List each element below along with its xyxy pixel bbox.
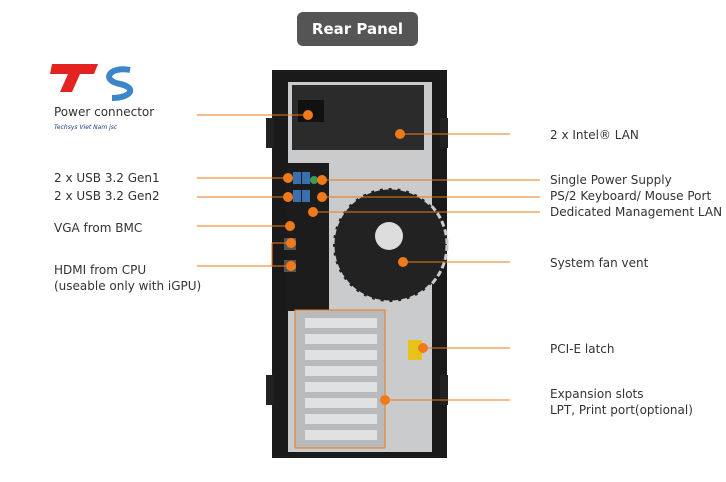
callout-lines	[197, 114, 540, 401]
logo-text: Techsys Viet Nam jsc	[54, 124, 118, 131]
label-intel-lan: 2 x Intel® LAN	[550, 128, 639, 142]
label-hdmi: HDMI from CPU	[54, 263, 147, 277]
io-panel	[287, 163, 329, 311]
label-power-connector: Power connector	[54, 105, 155, 119]
label-hdmi-note: (useable only with iGPU)	[54, 279, 202, 293]
label-mgmt-lan: Dedicated Management LAN	[550, 205, 723, 219]
label-expansion-slots: Expansion slots	[550, 387, 644, 401]
company-logo	[50, 62, 160, 106]
label-lpt-port: LPT, Print port(optional)	[550, 403, 693, 417]
label-vga: VGA from BMC	[54, 221, 143, 235]
label-power-supply: Single Power Supply	[550, 173, 672, 187]
label-fan-vent: System fan vent	[550, 256, 649, 270]
label-usb-gen2: 2 x USB 3.2 Gen2	[54, 189, 160, 203]
label-ps2-port: PS/2 Keyboard/ Mouse Port	[550, 189, 712, 203]
expansion-slots	[294, 309, 386, 449]
label-pcie-latch: PCI-E latch	[550, 342, 615, 356]
callout-dots	[283, 110, 428, 405]
rear-panel-title: Rear Panel	[297, 12, 418, 46]
pcie-latch	[408, 340, 422, 360]
label-usb-gen1: 2 x USB 3.2 Gen1	[54, 171, 160, 185]
